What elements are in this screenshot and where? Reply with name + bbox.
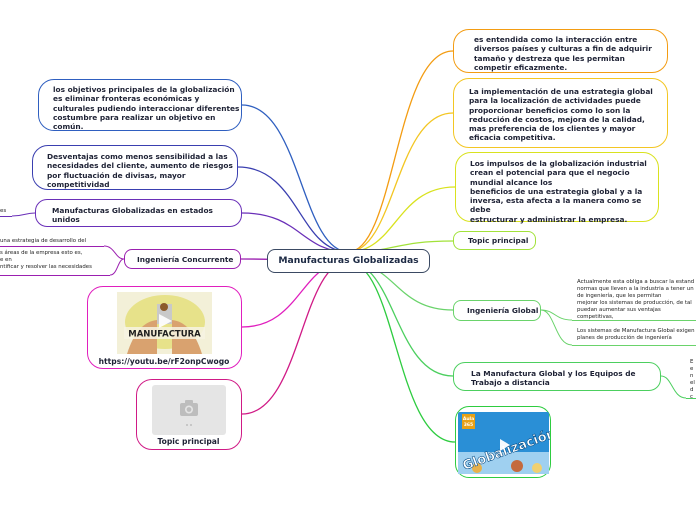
node-topic-principal-right[interactable]: Topic principal <box>453 231 536 250</box>
play-icon <box>500 439 510 451</box>
node-estrategia-global-text: La implementación de una estrategia glob… <box>469 87 653 143</box>
video-link[interactable]: https://youtu.be/rF2onpCwogo <box>98 357 230 366</box>
connector-leaf-concurrente-1 <box>103 245 125 260</box>
leaf-concurrente-2: s áreas de la empresa esto es, e en ntif… <box>0 250 92 270</box>
node-globalizacion-image[interactable]: Aula 365 Globalización <box>455 406 551 478</box>
node-ingenieria-concurrente-text: Ingeniería Concurrente <box>137 255 234 264</box>
node-estados-unidos-text: Manufacturas Globalizadas en estados uni… <box>52 206 213 225</box>
central-topic-label: Manufacturas Globalizadas <box>278 255 419 266</box>
node-topic-principal-right-text: Topic principal <box>468 236 529 245</box>
node-objetivos-text: los objetivos principales de la globaliz… <box>53 85 240 132</box>
aula-badge-line1: Aula <box>463 416 474 422</box>
node-ingenieria-global-text: Ingeniería Global <box>467 306 539 315</box>
leaf-estandares-underline <box>572 320 696 321</box>
connector-leaf-estados <box>11 212 36 217</box>
connector-globalizacion-image <box>347 261 456 443</box>
node-desventajas-text: Desventajas como menos sensibilidad a la… <box>47 152 233 189</box>
node-equipos-distancia-text: La Manufactura Global y los Equipos de T… <box>471 369 636 388</box>
leaf-concurrente-1-underline <box>0 246 104 247</box>
play-icon <box>159 314 172 328</box>
node-impulsos-text: Los impulsos de la globalización industr… <box>470 159 647 224</box>
camera-icon <box>180 400 198 426</box>
leaf-equipos: E e n el d c <box>690 359 695 400</box>
connector-estrategia-global <box>347 112 454 253</box>
node-interaccion[interactable]: es entendida como la interacción entre d… <box>453 29 668 73</box>
node-manufactura-video[interactable]: MANUFACTURA https://youtu.be/rF2onpCwogo <box>87 286 242 369</box>
node-estados-unidos[interactable]: Manufacturas Globalizadas en estados uni… <box>35 199 242 227</box>
leaf-estados: es <box>0 208 7 214</box>
node-equipos-distancia[interactable]: La Manufactura Global y los Equipos de T… <box>453 362 661 391</box>
node-interaccion-text: es entendida como la interacción entre d… <box>474 35 652 72</box>
leaf-sistemas-underline <box>572 345 696 346</box>
image-placeholder <box>152 385 226 435</box>
node-desventajas[interactable]: Desventajas como menos sensibilidad a la… <box>32 145 238 190</box>
connector-topic-principal-left <box>241 260 350 415</box>
connector-interaccion <box>347 50 454 253</box>
leaf-concurrente-1: una estrategia de desarrollo del <box>0 238 87 244</box>
aula-badge-line2: 365 <box>464 422 473 428</box>
connector-leaf-sistemas <box>540 309 573 346</box>
node-topic-principal-left[interactable]: Topic principal <box>136 379 242 450</box>
leaf-estandares: Actualmente esta obliga a buscar la esta… <box>577 279 695 320</box>
manufactura-thumbnail: MANUFACTURA <box>117 292 212 354</box>
node-estrategia-global[interactable]: La implementación de una estrategia glob… <box>453 78 668 148</box>
connector-leaf-equipos <box>660 375 687 399</box>
connector-desventajas <box>237 166 350 253</box>
leaf-estados-underline <box>0 216 12 217</box>
node-topic-principal-left-caption: Topic principal <box>157 437 220 446</box>
node-objetivos[interactable]: los objetivos principales de la globaliz… <box>38 79 242 131</box>
manufactura-label: MANUFACTURA <box>128 330 201 340</box>
node-ingenieria-concurrente[interactable]: Ingeniería Concurrente <box>124 249 241 269</box>
leaf-equipos-underline <box>686 398 696 399</box>
central-topic[interactable]: Manufacturas Globalizadas <box>267 249 430 273</box>
leaf-concurrente-2-underline <box>0 275 110 276</box>
connector-objetivos <box>241 104 350 253</box>
node-ingenieria-global[interactable]: Ingeniería Global <box>453 300 541 321</box>
globalizacion-thumbnail: Aula 365 Globalización <box>458 412 550 474</box>
node-impulsos[interactable]: Los impulsos de la globalización industr… <box>455 152 659 224</box>
connector-leaf-concurrente-2 <box>109 258 125 276</box>
connector-equipos-distancia <box>347 261 454 377</box>
leaf-sistemas: Los sistemas de Manufactura Global exige… <box>577 328 695 341</box>
